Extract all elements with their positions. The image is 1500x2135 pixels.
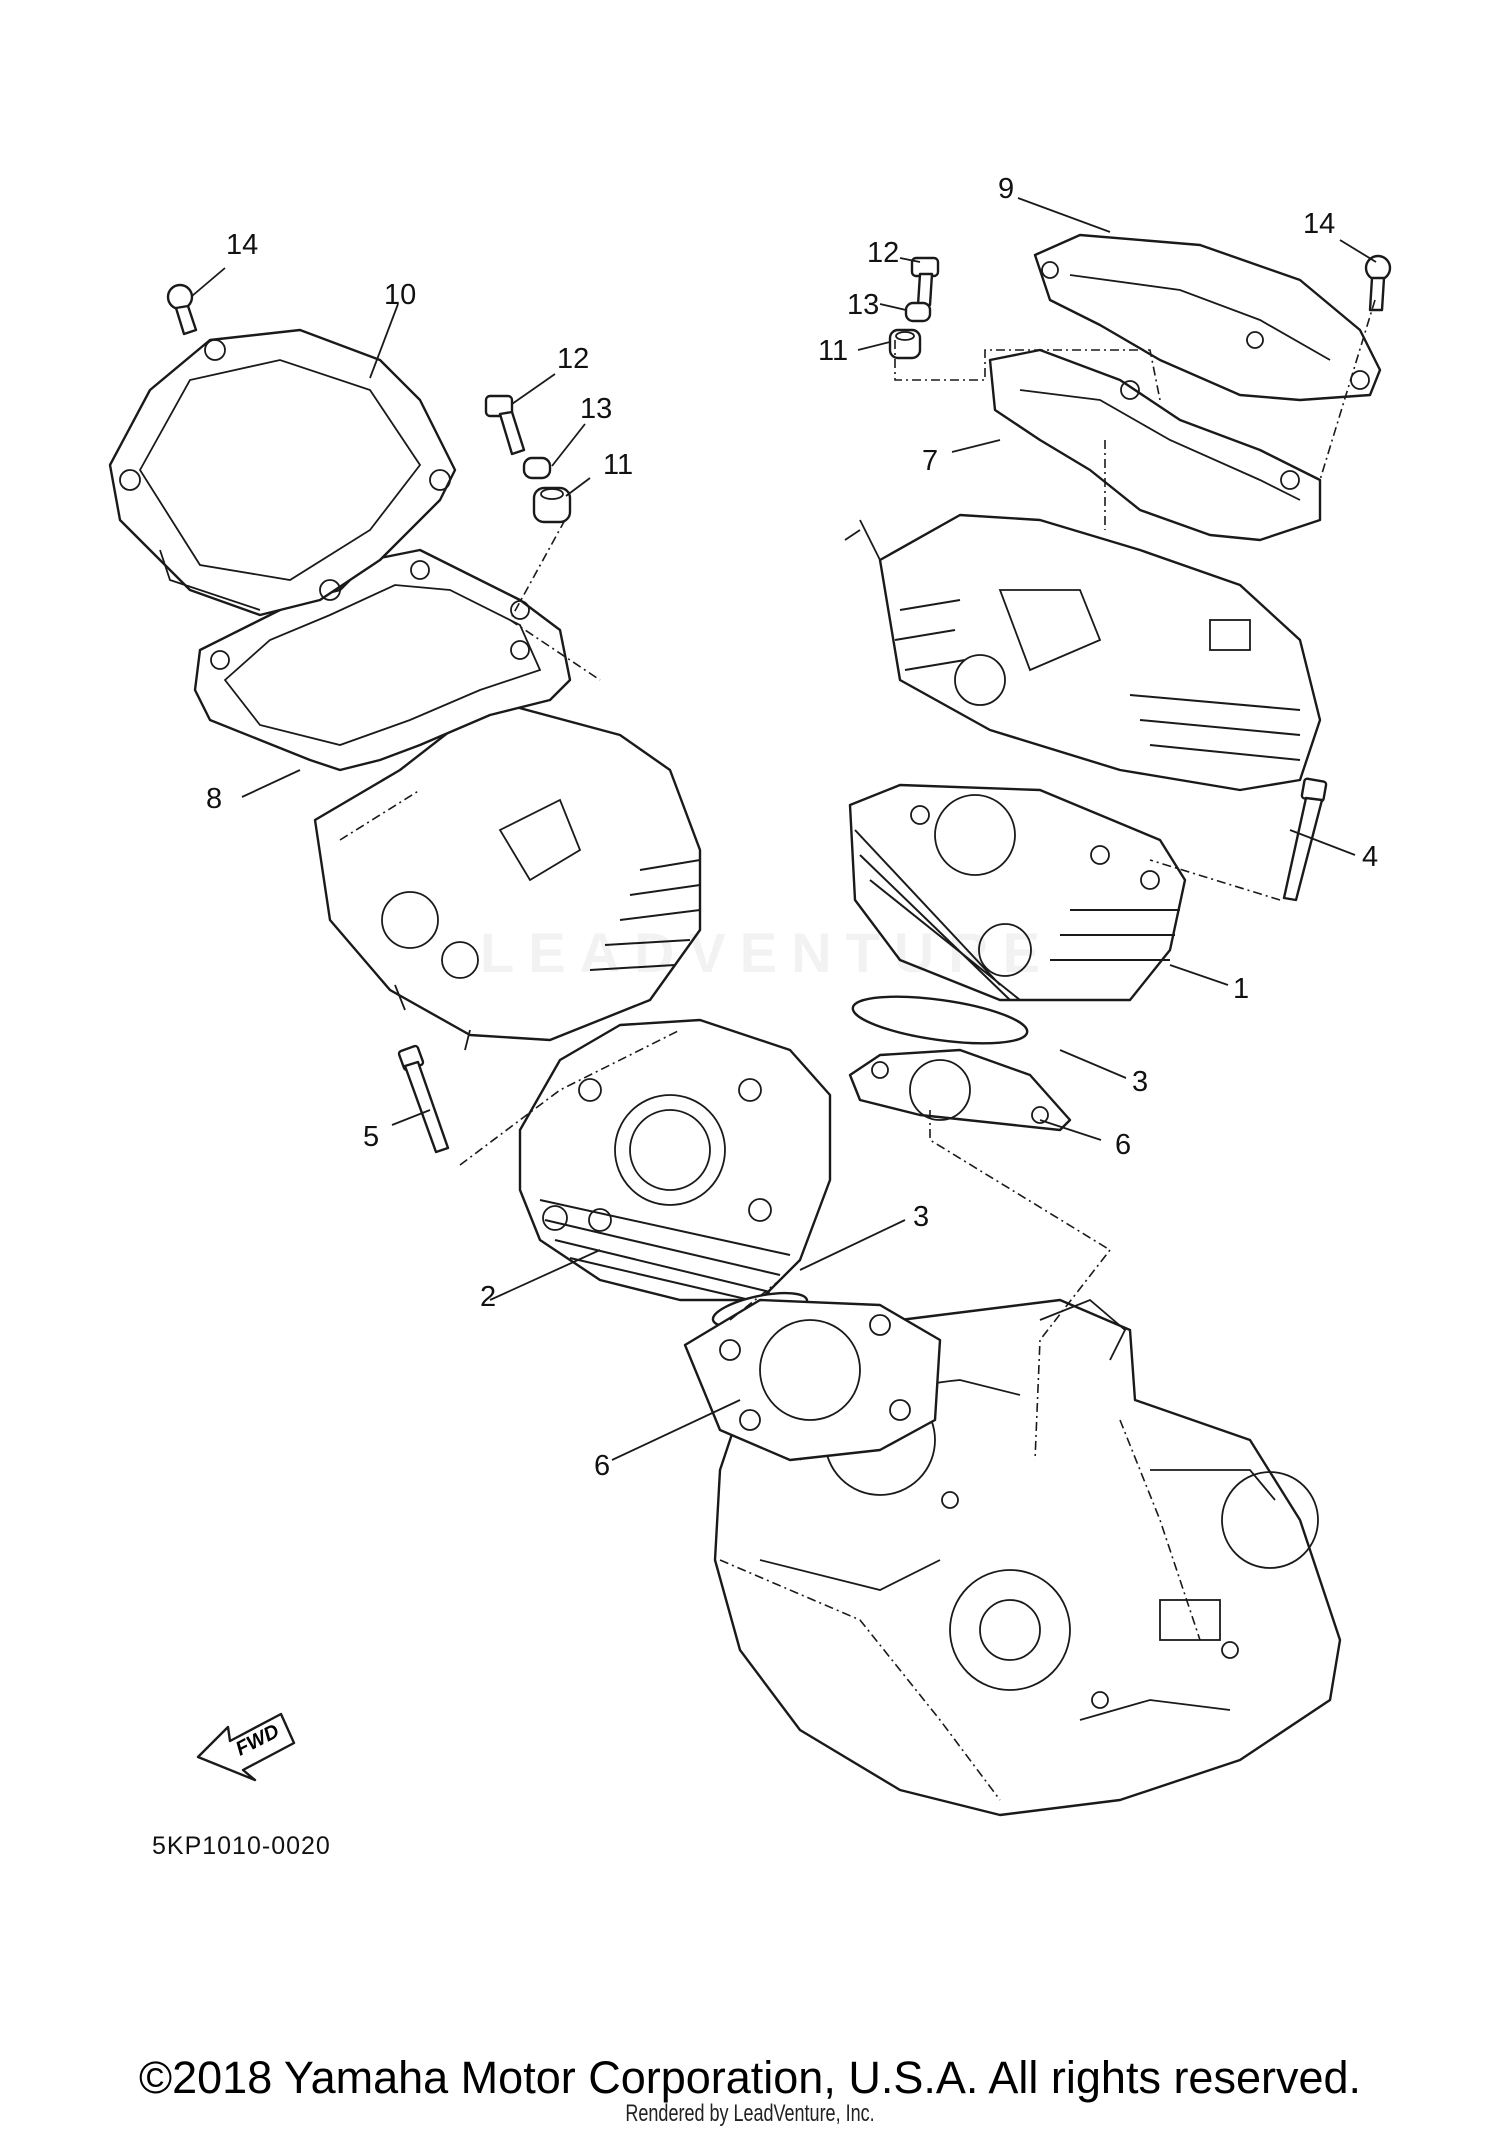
callout-6-rear: 6 — [1115, 1129, 1131, 1161]
front-head-cover-gasket — [193, 548, 572, 772]
rear-cover-screw — [1364, 254, 1392, 312]
leader-lines — [191, 197, 1377, 1461]
callout-9: 9 — [998, 173, 1014, 205]
callout-11-rear: 11 — [818, 335, 848, 367]
callout-13-rear: 13 — [847, 289, 879, 321]
front-cylinder-gasket — [683, 1298, 942, 1462]
front-cover-collar — [522, 456, 552, 480]
front-cylinder-bolt — [397, 1044, 450, 1154]
callout-13-front: 13 — [580, 393, 612, 425]
rear-head-cover — [1033, 233, 1382, 402]
rear-o-ring — [851, 995, 1029, 1045]
rear-cover-bolt — [910, 256, 940, 307]
callout-8: 8 — [206, 783, 222, 815]
fwd-arrow-icon: FWD — [196, 1712, 296, 1782]
rear-head-cover-gasket — [988, 348, 1322, 542]
front-cover-grommet — [532, 486, 572, 524]
front-cylinder — [518, 1018, 832, 1302]
callouts: 14 10 12 13 11 9 14 12 13 11 7 8 4 1 3 6… — [206, 173, 1378, 1482]
front-head-cover — [108, 328, 457, 617]
callout-14-front: 14 — [226, 229, 258, 261]
rear-cylinder-bolt — [1282, 777, 1328, 902]
callout-11-front: 11 — [603, 449, 633, 481]
callout-14-rear: 14 — [1303, 208, 1335, 240]
rear-cylinder — [848, 783, 1187, 1002]
callout-10: 10 — [384, 279, 416, 311]
callout-5: 5 — [363, 1121, 379, 1153]
callout-1: 1 — [1233, 973, 1249, 1005]
callout-2: 2 — [480, 1281, 496, 1313]
callout-3-front: 3 — [913, 1201, 929, 1233]
rear-cover-collar — [904, 301, 932, 323]
callout-7: 7 — [922, 445, 938, 477]
callout-4: 4 — [1362, 841, 1378, 873]
callout-12-rear: 12 — [867, 237, 899, 269]
rear-cover-grommet — [888, 328, 922, 360]
diagram-code: 5KP1010-0020 — [152, 1832, 331, 1860]
rear-cylinder-head — [844, 513, 1322, 792]
callout-3-rear: 3 — [1132, 1066, 1148, 1098]
front-cover-bolt — [484, 394, 526, 456]
callout-6-front: 6 — [594, 1450, 610, 1482]
watermark: LEADVENTURE — [480, 921, 1055, 984]
callout-12-front: 12 — [557, 343, 589, 375]
copyright-notice: ©2018 Yamaha Motor Corporation, U.S.A. A… — [138, 2052, 1362, 2103]
assembly-lines — [459, 299, 1376, 1461]
rear-cylinder-gasket — [848, 1048, 1072, 1132]
front-cover-screw — [166, 283, 198, 336]
rendered-by-credit: Rendered by LeadVenture, Inc. — [625, 2100, 875, 2127]
